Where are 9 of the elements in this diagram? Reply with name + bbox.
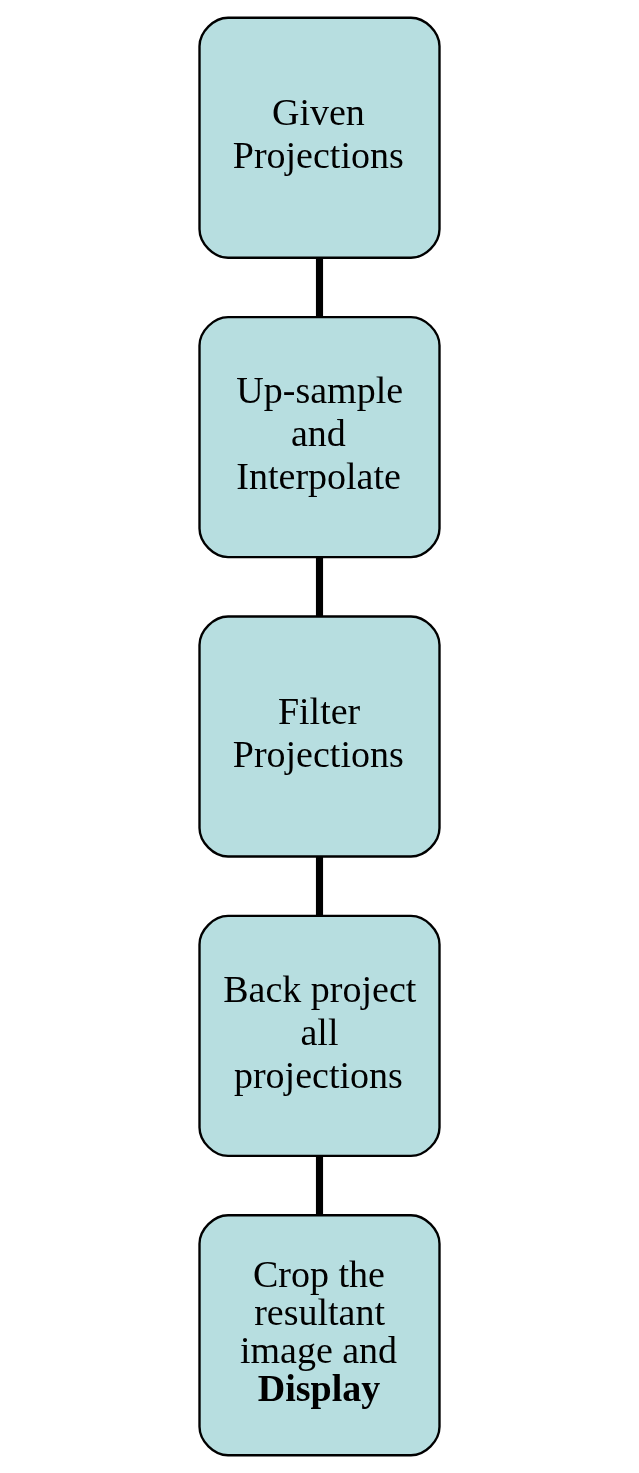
- connector: [315, 557, 324, 617]
- node-box: Up-sample and Interpolate: [198, 315, 441, 559]
- connector: [315, 257, 324, 318]
- connector: [315, 1155, 324, 1216]
- connector: [315, 856, 324, 916]
- node-box: Given Projections: [198, 16, 441, 259]
- node-box: Filter Projections: [198, 615, 441, 858]
- node-box: Back project all projections: [198, 914, 441, 1158]
- node-box: Crop the resultant image and Display: [198, 1214, 441, 1457]
